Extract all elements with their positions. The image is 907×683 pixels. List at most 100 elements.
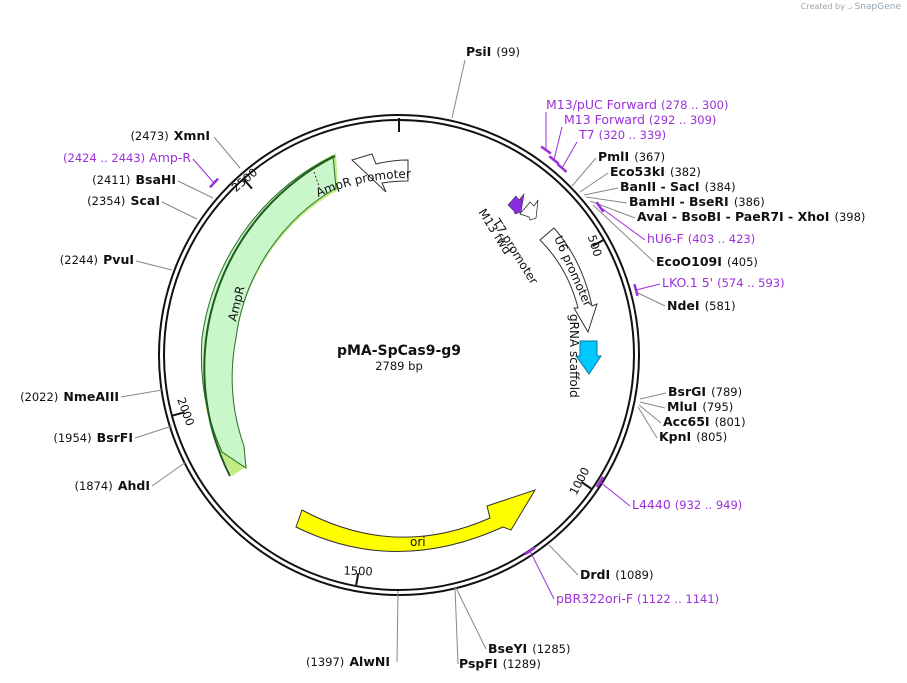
enzyme-ahdi[interactable]: (1874) AhdI (74, 461, 187, 494)
enzyme-xmni[interactable]: (2473) XmnI (130, 125, 241, 169)
enzyme-eco53ki[interactable]: Eco53kI (382) (579, 161, 701, 193)
enzyme-bamhi[interactable]: BamHI - BseRI (386) (585, 191, 765, 210)
enzyme-name: BsrFI (97, 430, 133, 445)
enzyme-eco0109i[interactable]: EcoO109I (405) (592, 204, 758, 270)
primer-range: (932 .. 949) (675, 498, 743, 512)
enzyme-position: (801) (715, 415, 746, 429)
enzyme-position: (2411) (92, 173, 130, 187)
grna-scaffold-label: gRNA scaffold (567, 314, 581, 398)
created-by-credit: Created by ⨼ SnapGene (801, 2, 901, 12)
enzyme-bsrgi[interactable]: BsrGI (789) (639, 381, 742, 400)
enzyme-leader-line (451, 59, 466, 119)
primer-leader-line (635, 283, 661, 291)
enzyme-bseyi[interactable]: BseYI (1285) (455, 587, 571, 657)
enzyme-bsahi[interactable]: (2411) BsaHI (92, 169, 214, 199)
enzyme-scai[interactable]: (2354) ScaI (87, 190, 198, 220)
enzyme-leader-line (639, 392, 667, 400)
primer-leader-line (599, 206, 646, 241)
enzyme-label: EcoO109I (405) (656, 251, 758, 270)
enzyme-leader-line (455, 587, 487, 650)
primer-ampr[interactable]: (2424 .. 2443) Amp-R (63, 150, 220, 189)
enzyme-leader-line (579, 172, 609, 193)
enzyme-name: EcoO109I (656, 254, 722, 269)
enzyme-name: BsaHI (135, 172, 176, 187)
u6-promoter-feature[interactable] (539, 227, 598, 334)
grna-scaffold-feature[interactable] (575, 340, 602, 375)
primer-leader-line (599, 481, 631, 507)
enzyme-avai[interactable]: AvaI - BsoBI - PaeR7I - XhoI (398) (589, 200, 865, 225)
enzyme-name: ScaI (131, 193, 161, 208)
enzyme-drdi[interactable]: DrdI (1089) (548, 544, 653, 583)
enzyme-leader-line (637, 406, 658, 439)
enzyme-position: (2473) (130, 129, 168, 143)
enzyme-position: (805) (696, 430, 727, 444)
primer-mark (595, 476, 605, 488)
enzyme-nmeaiii[interactable]: (2022) NmeAIII (20, 386, 163, 405)
enzyme-banii[interactable]: BanII - SacI (384) (583, 176, 736, 196)
m13-fwd-feature[interactable] (507, 192, 525, 215)
enzyme-pvui[interactable]: (2244) PvuI (60, 249, 173, 271)
enzyme-acc65i[interactable]: Acc65I (801) (638, 404, 746, 430)
enzyme-name: BseYI (488, 641, 527, 656)
scale-tick-mark (580, 480, 592, 490)
scale-tick-mark (355, 573, 360, 586)
t7-promoter-feature[interactable] (519, 199, 539, 221)
enzyme-name: PspFI (459, 656, 498, 671)
primer-m13fwd[interactable]: M13 Forward (292 .. 309) (548, 112, 716, 165)
enzyme-mlui[interactable]: MluI (795) (639, 396, 733, 415)
enzyme-position: (1954) (53, 431, 91, 445)
enzyme-alwni[interactable]: (1397) AlwNI (306, 590, 399, 670)
primer-label: LKO.1 5' (574 .. 593) (662, 275, 785, 290)
enzyme-label: DrdI (1089) (580, 564, 653, 583)
enzyme-name: DrdI (580, 567, 610, 582)
enzyme-position: (2022) (20, 390, 58, 404)
primer-mark (540, 145, 552, 155)
enzyme-leader-line (638, 404, 662, 424)
primer-lko1[interactable]: LKO.1 5' (574 .. 593) (633, 275, 785, 297)
ampr-feature[interactable] (200, 153, 338, 477)
enzyme-label: (2411) BsaHI (92, 169, 176, 188)
enzyme-leader-line (583, 187, 619, 196)
enzyme-name: PsiI (466, 44, 491, 59)
enzyme-bsrfi[interactable]: (1954) BsrFI (53, 425, 173, 446)
enzyme-name: PvuI (103, 252, 134, 267)
enzyme-kpni[interactable]: KpnI (805) (637, 406, 727, 445)
enzyme-ndei[interactable]: NdeI (581) (635, 291, 736, 314)
enzyme-label: (1954) BsrFI (53, 427, 133, 446)
enzyme-pmli[interactable]: PmlI (367) (571, 146, 665, 187)
enzyme-leader-line (396, 590, 399, 663)
enzyme-label: (2473) XmnI (130, 125, 210, 144)
primer-mark (633, 283, 639, 297)
enzyme-label: (2022) NmeAIII (20, 386, 119, 405)
enzyme-leader-line (585, 196, 628, 204)
primer-l4440[interactable]: L4440 (932 .. 949) (595, 476, 743, 512)
primer-name: L4440 (632, 497, 671, 512)
enzyme-position: (99) (496, 45, 520, 59)
scale-tick-500: 500 (585, 233, 605, 258)
enzyme-position: (2354) (87, 194, 125, 208)
scale-tick-1500: 1500 (343, 563, 373, 586)
enzyme-pspfi[interactable]: PspFI (1289) (454, 587, 541, 672)
primer-m13puc[interactable]: M13/pUC Forward (278 .. 300) (540, 97, 728, 155)
primer-t7[interactable]: T7 (320 .. 339) (556, 127, 666, 173)
primer-pbr322[interactable]: pBR322ori-F (1122 .. 1141) (524, 546, 719, 606)
enzyme-label: BanII - SacI (384) (620, 176, 736, 195)
scale-tick-mark (172, 411, 185, 417)
enzyme-label: AvaI - BsoBI - PaeR7I - XhoI (398) (637, 206, 865, 225)
enzyme-leader-line (454, 587, 459, 665)
enzyme-position: (789) (711, 385, 742, 399)
enzyme-name: BamHI - BseRI (629, 194, 729, 209)
ori-feature[interactable] (295, 489, 537, 552)
primer-name: pBR322ori-F (556, 591, 633, 606)
enzyme-psii[interactable]: PsiI (99) (451, 41, 520, 119)
ampr-promoter-feature[interactable] (351, 153, 409, 193)
enzyme-position: (1874) (74, 479, 112, 493)
enzyme-name: NdeI (667, 298, 700, 313)
enzyme-label: BseYI (1285) (488, 638, 571, 657)
enzyme-label: (2244) PvuI (60, 249, 134, 268)
primer-hu6f[interactable]: hU6-F (403 .. 423) (595, 201, 755, 246)
enzyme-name: AlwNI (349, 654, 390, 669)
enzyme-position: (1089) (615, 568, 653, 582)
primer-label: (2424 .. 2443) Amp-R (63, 150, 191, 165)
